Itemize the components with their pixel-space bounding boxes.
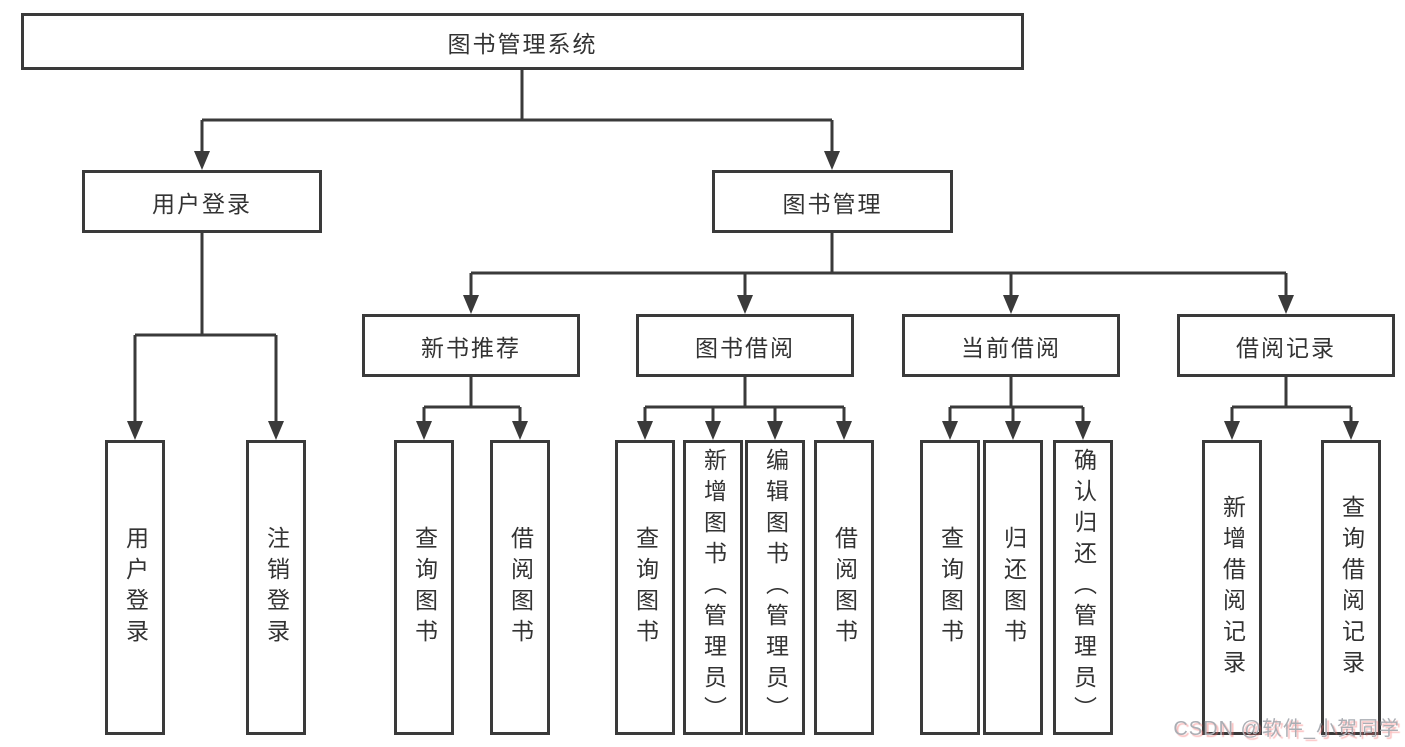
connector-book-mgmt-to-level2 xyxy=(469,233,1288,298)
leaf-bb-borrow-book-label: 借阅图书 xyxy=(831,525,858,650)
node-book-borrow-label: 图书借阅 xyxy=(695,334,795,361)
leaf-cb-confirm-return-admin: 确认归还（管理员） xyxy=(1053,440,1113,735)
leaf-cb-return-book-label: 归还图书 xyxy=(1000,525,1027,650)
arrowheads-borrow-record-children xyxy=(1224,421,1359,440)
arrowheads-current-borrow-children xyxy=(942,421,1091,440)
leaf-br-add-record-label: 新增借阅记录 xyxy=(1219,494,1246,681)
leaf-logout: 注销登录 xyxy=(246,440,306,735)
csdn-watermark: CSDN @软件_小贺同学 xyxy=(1173,718,1400,740)
connector-root-to-level1 xyxy=(200,70,834,154)
leaf-bb-add-book-admin-label: 新增图书（管理员） xyxy=(700,448,727,727)
leaf-bb-borrow-book: 借阅图书 xyxy=(814,440,874,735)
node-system-root-label: 图书管理系统 xyxy=(447,30,598,57)
leaf-rec-query-book-label: 查询图书 xyxy=(411,525,438,650)
leaf-bb-edit-book-admin-label: 编辑图书（管理员） xyxy=(762,448,789,727)
node-current-borrow-label: 当前借阅 xyxy=(961,334,1061,361)
connector-current-borrow-children xyxy=(948,377,1085,424)
leaf-user-login: 用户登录 xyxy=(105,440,165,735)
arrowheads-level1 xyxy=(194,151,840,170)
leaf-logout-label: 注销登录 xyxy=(263,525,290,650)
leaf-br-query-record-label: 查询借阅记录 xyxy=(1338,494,1365,681)
leaf-rec-borrow-book: 借阅图书 xyxy=(490,440,550,735)
leaf-cb-query-book: 查询图书 xyxy=(920,440,980,735)
leaf-rec-borrow-book-label: 借阅图书 xyxy=(507,525,534,650)
leaf-bb-add-book-admin: 新增图书（管理员） xyxy=(683,440,743,735)
leaf-bb-query-book: 查询图书 xyxy=(615,440,675,735)
arrowheads-level2 xyxy=(463,295,1294,314)
leaf-cb-query-book-label: 查询图书 xyxy=(937,525,964,650)
connector-book-borrow-children xyxy=(643,377,846,424)
node-borrow-record-label: 借阅记录 xyxy=(1236,334,1336,361)
connector-borrow-record-children xyxy=(1230,377,1353,424)
node-borrow-record: 借阅记录 xyxy=(1177,314,1395,377)
connector-new-book-children xyxy=(422,377,522,424)
leaf-bb-edit-book-admin: 编辑图书（管理员） xyxy=(745,440,805,735)
leaf-br-add-record: 新增借阅记录 xyxy=(1202,440,1262,735)
leaf-cb-confirm-return-admin-label: 确认归还（管理员） xyxy=(1070,448,1097,727)
connector-user-login-children xyxy=(133,233,278,424)
leaf-rec-query-book: 查询图书 xyxy=(394,440,454,735)
node-system-root: 图书管理系统 xyxy=(21,13,1024,70)
arrowheads-new-book-children xyxy=(416,421,528,440)
node-current-borrow: 当前借阅 xyxy=(902,314,1120,377)
node-user-login: 用户登录 xyxy=(82,170,322,233)
arrowheads-book-borrow-children xyxy=(637,421,852,440)
arrowheads-user-login-children xyxy=(127,421,284,440)
node-new-book-rec-label: 新书推荐 xyxy=(421,334,521,361)
node-book-borrow: 图书借阅 xyxy=(636,314,854,377)
node-book-mgmt-label: 图书管理 xyxy=(782,190,883,217)
node-user-login-label: 用户登录 xyxy=(152,190,252,217)
node-new-book-rec: 新书推荐 xyxy=(362,314,580,377)
leaf-bb-query-book-label: 查询图书 xyxy=(632,525,659,650)
leaf-br-query-record: 查询借阅记录 xyxy=(1321,440,1381,735)
leaf-user-login-label: 用户登录 xyxy=(122,525,149,650)
leaf-cb-return-book: 归还图书 xyxy=(983,440,1043,735)
node-book-mgmt: 图书管理 xyxy=(712,170,953,233)
